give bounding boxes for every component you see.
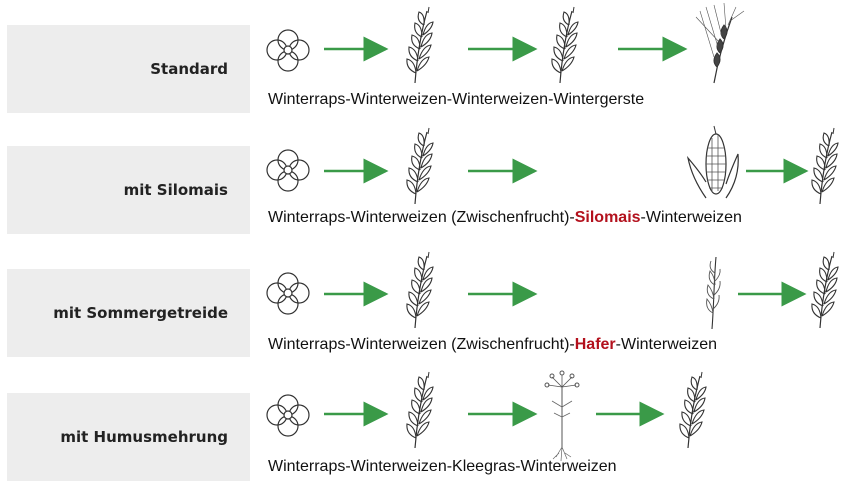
rapeseed-flower-icon: [266, 272, 310, 315]
caption-highlight: Silomais: [574, 209, 641, 226]
wheat-ear-icon: [679, 371, 707, 449]
row-label: mit Sommergetreide: [53, 304, 228, 322]
caption-text: Winterraps-Winterweizen (Zwischenfrucht)…: [268, 336, 575, 353]
rotation-caption: Winterraps-Winterweizen-Kleegras-Winterw…: [268, 458, 617, 476]
barley-ear-icon: [695, 2, 745, 84]
row-label-box: Standard: [7, 25, 250, 113]
rotation-caption: Winterraps-Winterweizen (Zwischenfrucht)…: [268, 336, 717, 354]
caption-text-after: -Winterweizen: [640, 209, 742, 226]
row-label: mit Silomais: [123, 181, 228, 199]
wheat-ear-icon: [406, 6, 434, 84]
caption-text: Winterraps-Winterweizen-Kleegras-Winterw…: [268, 458, 617, 475]
row-label-box: mit Sommergetreide: [7, 269, 250, 357]
row-label: mit Humusmehrung: [60, 428, 228, 446]
wheat-ear-icon: [811, 127, 839, 205]
wheat-ear-icon: [551, 6, 579, 84]
caption-text-after: -Winterweizen: [615, 336, 717, 353]
corn-cob-icon: [687, 125, 739, 199]
caption-text: Winterraps-Winterweizen (Zwischenfrucht)…: [268, 209, 575, 226]
oat-panicle-icon: [706, 256, 721, 330]
wheat-ear-icon: [811, 251, 839, 329]
row-label-box: mit Silomais: [7, 146, 250, 234]
caption-highlight: Hafer: [574, 336, 616, 353]
rotation-row-sommergetreide: mit Sommergetreide Winterraps-Winterweiz…: [0, 0, 853, 357]
wheat-ear-icon: [406, 251, 434, 329]
row-label: Standard: [150, 60, 228, 78]
rotation-row-standard: Standard Winterraps-Winterweizen-Winterw…: [0, 0, 853, 118]
rotation-row-silomais: mit Silomais Winterraps-Winterweizen (Zw…: [0, 0, 853, 234]
wheat-ear-icon: [406, 371, 434, 449]
clover-grass-icon: [544, 370, 580, 462]
rotation-caption: Winterraps-Winterweizen-Winterweizen-Win…: [268, 91, 644, 109]
caption-text: Winterraps-Winterweizen-Winterweizen-Win…: [268, 91, 645, 108]
rapeseed-flower-icon: [266, 29, 310, 72]
row-label-box: mit Humusmehrung: [7, 393, 250, 481]
wheat-ear-icon: [406, 127, 434, 205]
rapeseed-flower-icon: [266, 149, 310, 192]
rotation-caption: Winterraps-Winterweizen (Zwischenfrucht)…: [268, 209, 742, 227]
rapeseed-flower-icon: [266, 394, 310, 437]
